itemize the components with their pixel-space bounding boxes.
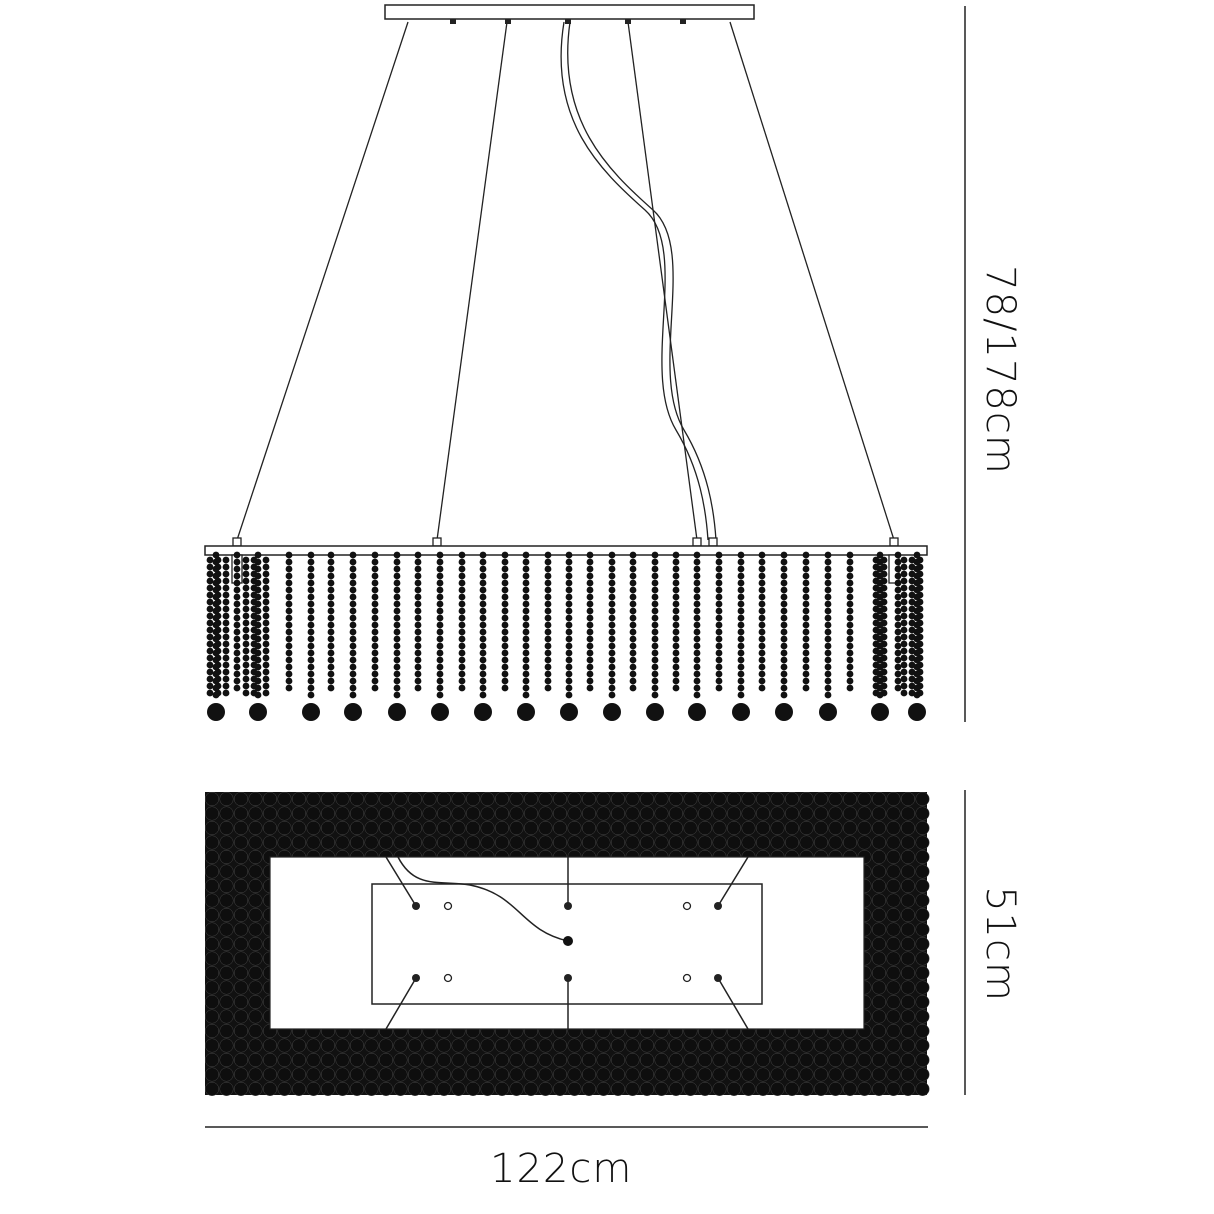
crystal-strand [894, 551, 902, 692]
crystal-strand [672, 551, 680, 692]
crystal-strand [249, 551, 267, 721]
crystal-strand [371, 551, 379, 692]
crystal-strand [715, 551, 723, 692]
crystal-strand [544, 551, 552, 692]
crystal-strand [646, 551, 664, 721]
crystal-strand [474, 551, 492, 721]
crystal-strand [732, 551, 750, 721]
plan-view [204, 792, 930, 1096]
plan-fixing-points [412, 901, 722, 983]
crystal-drop [603, 703, 621, 721]
crystal-strand [586, 551, 594, 692]
crystal-strand [775, 551, 793, 721]
crystal-drop [560, 703, 578, 721]
crystal-drop [871, 703, 889, 721]
crystal-strand [908, 551, 926, 721]
height-dimension-label: 78/178cm [977, 265, 1023, 475]
crystal-drop [431, 703, 449, 721]
ceiling-plate [384, 4, 755, 20]
crystal-drop [207, 703, 225, 721]
crystal-drop [388, 703, 406, 721]
elevation-view [204, 4, 928, 721]
crystal-strand [431, 551, 449, 721]
plan-wires [385, 856, 749, 1030]
depth-dimension-label: 51cm [977, 886, 1023, 1002]
crystal-drop [474, 703, 492, 721]
crystal-strand [262, 556, 270, 697]
crystal-strand [206, 556, 214, 697]
crystal-strand [327, 551, 335, 692]
crystal-drop [249, 703, 267, 721]
crystal-drop [908, 703, 926, 721]
crystal-strand [871, 551, 889, 721]
suspension-wires [236, 21, 895, 541]
crystal-strand [414, 551, 422, 692]
crystal-strand [344, 551, 362, 721]
crystal-drop [646, 703, 664, 721]
crystal-strand [285, 551, 293, 692]
crystal-strand [758, 551, 766, 692]
crystal-strand [629, 551, 637, 692]
crystal-strand [846, 551, 854, 692]
crystal-strand [388, 551, 406, 721]
wire-connectors [232, 537, 899, 547]
crystal-strand [819, 551, 837, 721]
crystal-strands [206, 551, 926, 721]
crystal-strand [458, 551, 466, 692]
crystal-drop [819, 703, 837, 721]
crystal-drop [344, 703, 362, 721]
power-cable [560, 21, 717, 541]
crystal-drop [688, 703, 706, 721]
crystal-strand [222, 556, 230, 697]
width-dimension-label: 122cm [490, 1146, 633, 1192]
crystal-drop [517, 703, 535, 721]
crystal-strand [900, 556, 908, 697]
crystal-strand [242, 556, 250, 697]
plan-power-cable [397, 856, 569, 942]
crystal-strand [688, 551, 706, 721]
crystal-drop [302, 703, 320, 721]
crystal-strand [207, 551, 225, 721]
crystal-strand [302, 551, 320, 721]
crystal-strand [603, 551, 621, 721]
crystal-strand [233, 551, 241, 692]
crystal-drop [732, 703, 750, 721]
crystal-strand [802, 551, 810, 692]
crystal-strand [517, 551, 535, 721]
crystal-strand [560, 551, 578, 721]
crystal-drop [775, 703, 793, 721]
ceiling-plate-studs [450, 19, 686, 24]
dimension-lines [205, 6, 966, 1128]
crystal-strand [501, 551, 509, 692]
